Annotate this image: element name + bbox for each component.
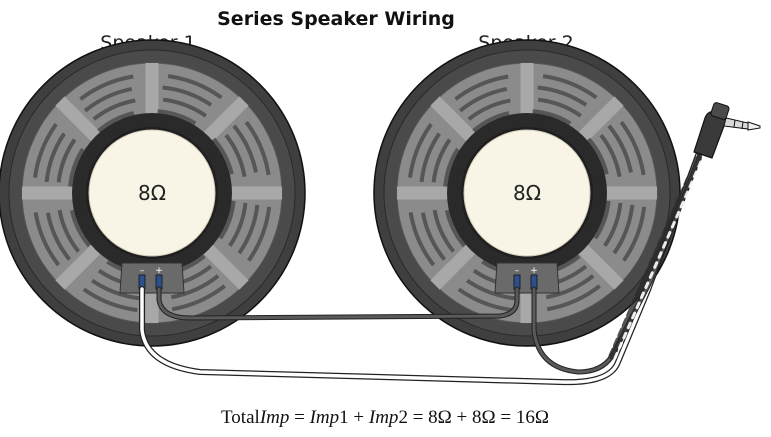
formula-eq1: = xyxy=(289,407,309,428)
speaker-2-impedance: 8Ω xyxy=(513,181,541,205)
formula-result: = 8Ω + 8Ω = 16Ω xyxy=(408,407,549,428)
formula-imp2: Imp xyxy=(368,407,399,428)
formula-plus1: + xyxy=(349,407,369,428)
speaker-1-negative-sign: – xyxy=(140,266,145,276)
total-impedance-formula: TotalImp = Imp1 + Imp2 = 8Ω + 8Ω = 16Ω xyxy=(221,407,549,428)
formula-total-prefix: Total xyxy=(221,407,260,428)
formula-imp2-num: 2 xyxy=(398,407,408,428)
speaker-1: Speaker 1 8Ω – + xyxy=(0,32,305,346)
wiring xyxy=(139,144,708,386)
speaker-1-impedance: 8Ω xyxy=(138,181,166,205)
formula-imp1: Imp xyxy=(309,407,340,428)
diagram-title: Series Speaker Wiring xyxy=(217,8,455,30)
formula-imp1-num: 1 xyxy=(339,407,349,428)
speaker-1-positive-sign: + xyxy=(155,266,163,276)
formula-total-imp: Imp xyxy=(259,407,290,428)
speaker-2-negative-sign: – xyxy=(515,266,520,276)
speaker-2-positive-sign: + xyxy=(530,266,538,276)
quarter-inch-plug-icon xyxy=(693,102,761,159)
